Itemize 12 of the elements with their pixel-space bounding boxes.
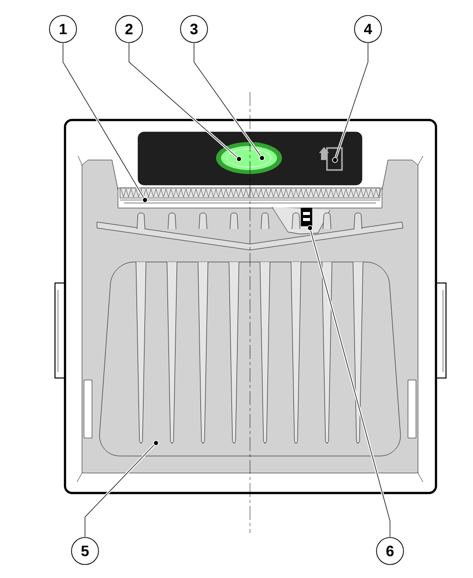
callout-number: 6	[376, 537, 404, 565]
leader-line	[128, 42, 238, 158]
callout-number: 3	[180, 15, 208, 43]
callout-number: 4	[354, 15, 382, 43]
leader-line	[62, 42, 145, 198]
leader-line	[334, 42, 370, 158]
leader-line	[310, 230, 392, 538]
callout-number: 2	[115, 15, 143, 43]
leader-line	[192, 42, 262, 156]
callout-number: 5	[71, 537, 99, 565]
leader-line	[84, 444, 155, 538]
callout-number: 1	[49, 15, 77, 43]
